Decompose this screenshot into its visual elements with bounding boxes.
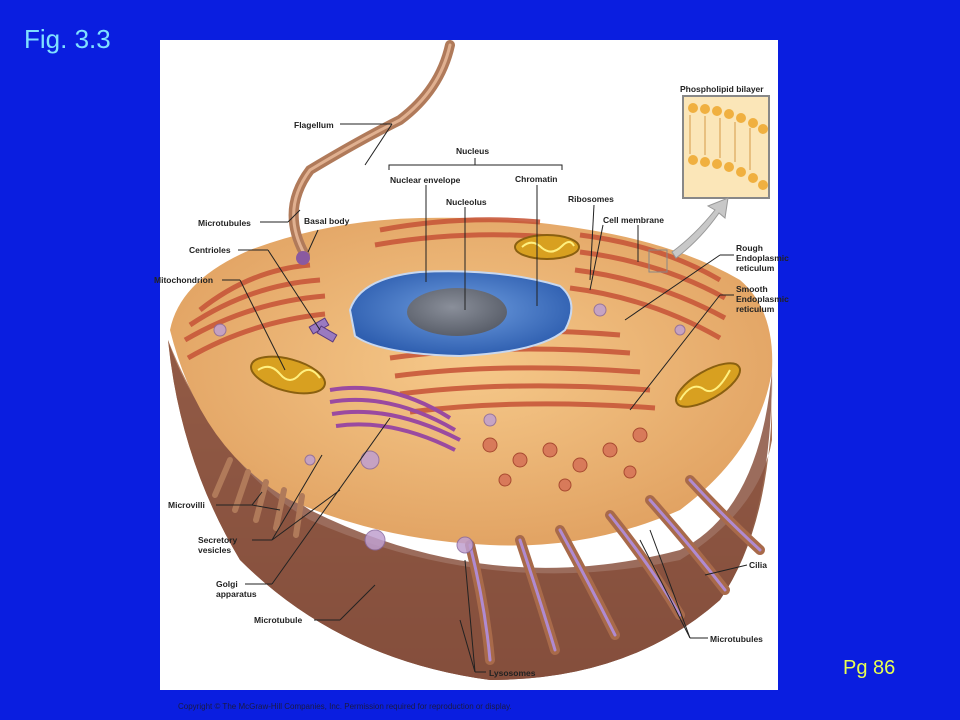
zoom-arrow bbox=[671, 197, 729, 259]
cilia-core bbox=[468, 478, 762, 662]
phospholipid-inset bbox=[682, 95, 770, 199]
label-microtubule: Microtubule bbox=[254, 615, 303, 625]
smooth-er bbox=[482, 427, 648, 492]
label-golgi-apparatus: Golgi apparatus bbox=[216, 579, 257, 599]
label-nuclear-envelope: Nuclear envelope bbox=[390, 175, 461, 185]
cell-illustration bbox=[168, 40, 773, 680]
label-flagellum: Flagellum bbox=[294, 120, 334, 130]
cell-diagram-panel: Phospholipid bilayer Flagellum Nucleus N… bbox=[154, 40, 789, 690]
cell-lower-wall bbox=[168, 340, 772, 680]
label-lysosomes: Lysosomes bbox=[489, 668, 536, 678]
lysosomes bbox=[213, 303, 686, 554]
label-rough-er: Rough Endoplasmic reticulum bbox=[736, 243, 789, 273]
label-centrioles: Centrioles bbox=[189, 245, 231, 255]
leader-lines bbox=[216, 123, 748, 673]
label-ribosomes: Ribosomes bbox=[568, 194, 614, 204]
label-nucleolus: Nucleolus bbox=[446, 197, 487, 207]
mitochondrion-right bbox=[675, 362, 741, 408]
label-nucleus: Nucleus bbox=[456, 146, 490, 156]
mitochondrion-top bbox=[514, 234, 580, 260]
label-cell-membrane: Cell membrane bbox=[603, 215, 664, 225]
basal-body bbox=[296, 251, 310, 265]
label-microtubules-bottom: Microtubules bbox=[710, 634, 763, 644]
page-reference: Pg 86 bbox=[843, 657, 896, 679]
label-microtubules-top: Microtubules bbox=[198, 218, 251, 228]
figure-title: Fig. 3.3 bbox=[24, 24, 111, 54]
zoom-box bbox=[648, 249, 668, 273]
nucleolus bbox=[407, 288, 507, 336]
label-smooth-er: Smooth Endoplasmic reticulum bbox=[736, 284, 789, 314]
microvilli bbox=[212, 457, 305, 538]
label-phospholipid-bilayer: Phospholipid bilayer bbox=[680, 84, 764, 94]
label-basal-body: Basal body bbox=[304, 216, 350, 226]
label-cilia: Cilia bbox=[749, 560, 767, 570]
golgi-apparatus bbox=[329, 386, 461, 452]
label-secretory-vesicles: Secretory vesicles bbox=[198, 535, 238, 555]
mitochondrion-left bbox=[250, 355, 326, 395]
label-mitochondrion: Mitochondrion bbox=[154, 275, 214, 285]
label-chromatin: Chromatin bbox=[515, 174, 558, 184]
label-microvilli: Microvilli bbox=[168, 500, 205, 510]
copyright-notice: Copyright © The McGraw-Hill Companies, I… bbox=[178, 702, 512, 711]
